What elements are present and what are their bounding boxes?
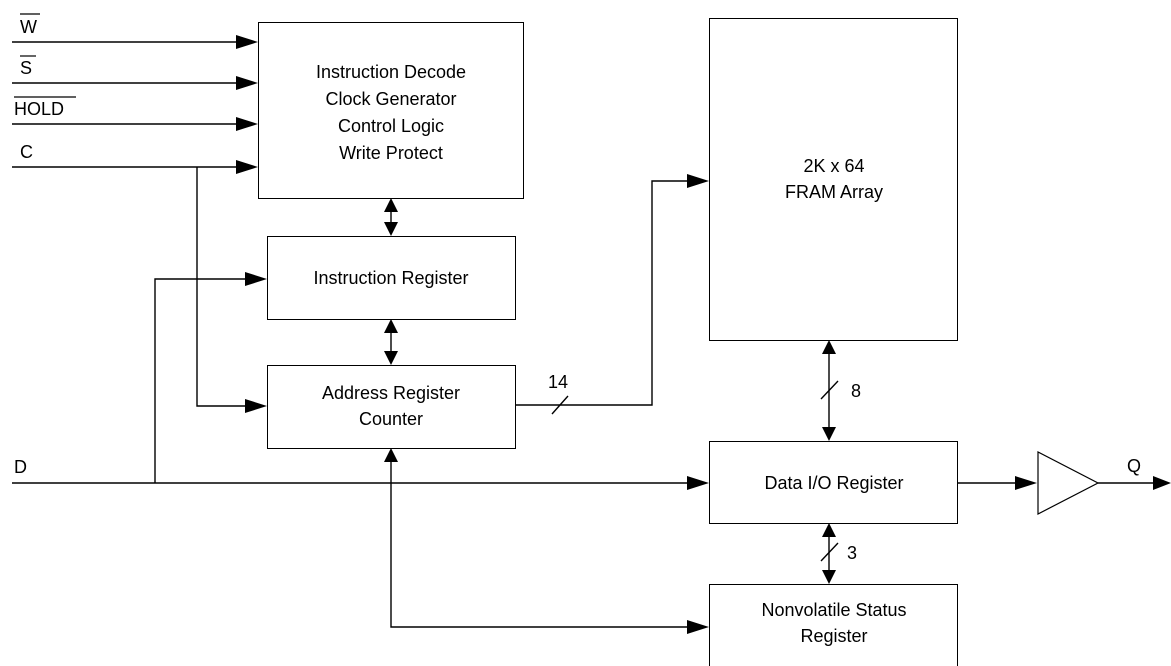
instruction-address-link <box>384 319 398 365</box>
data-io-register-label: Data I/O Register <box>764 473 903 493</box>
s-signal-arrowhead <box>236 76 258 90</box>
control-block-line-3: Control Logic <box>338 116 444 136</box>
control-block-line-1: Instruction Decode <box>316 62 466 82</box>
status-register-label-2: Register <box>800 626 867 646</box>
to-address-arrowhead <box>384 448 398 462</box>
fram-array-block: 2K x 64 FRAM Array <box>709 18 958 341</box>
up-arrowhead <box>384 319 398 333</box>
data-io-register-block: Data I/O Register <box>709 441 958 524</box>
control-logic-block: Instruction Decode Clock Generator Contr… <box>258 22 524 199</box>
c-signal: C <box>12 142 267 413</box>
down-arrowhead <box>384 222 398 236</box>
q-output: Q <box>957 451 1171 515</box>
c-signal-label: C <box>20 142 33 162</box>
s-signal-label: S <box>20 58 32 78</box>
address-bus-slash <box>551 395 569 415</box>
address-register-block: Address Register Counter <box>267 365 516 449</box>
up-arrowhead <box>822 340 836 354</box>
d-signal-label: D <box>14 457 27 477</box>
status-address-link <box>384 448 709 634</box>
data-bus: 8 <box>820 340 861 441</box>
status-register-block: Nonvolatile Status Register <box>709 584 958 666</box>
down-arrowhead <box>822 427 836 441</box>
d-to-instruction-arrowhead <box>245 272 267 286</box>
to-status-arrowhead <box>687 620 709 634</box>
s-signal: S <box>12 55 258 90</box>
instruction-register-label: Instruction Register <box>313 268 468 288</box>
hold-signal: HOLD <box>12 96 258 131</box>
d-signal: D <box>12 272 709 490</box>
w-signal: W <box>12 13 258 49</box>
address-register-label-2: Counter <box>359 409 423 429</box>
status-bus-width-label: 3 <box>847 543 857 563</box>
w-signal-label: W <box>20 17 37 37</box>
address-bus-width-label: 14 <box>548 372 568 392</box>
q-output-arrowhead <box>1153 476 1171 490</box>
output-buffer-triangle <box>1037 451 1100 515</box>
w-signal-arrowhead <box>236 35 258 49</box>
instruction-register-block: Instruction Register <box>267 236 516 320</box>
up-arrowhead <box>822 523 836 537</box>
status-register-label-1: Nonvolatile Status <box>761 600 906 620</box>
data-bus-slash <box>820 380 839 400</box>
address-to-fram-arrowhead <box>687 174 709 188</box>
control-block-line-2: Clock Generator <box>325 89 456 109</box>
address-bus: 14 <box>516 174 709 415</box>
hold-signal-arrowhead <box>236 117 258 131</box>
status-bus-slash <box>820 542 839 562</box>
down-arrowhead <box>822 570 836 584</box>
control-block-line-4: Write Protect <box>339 143 443 163</box>
data-bus-width-label: 8 <box>851 381 861 401</box>
fram-array-label-1: 2K x 64 <box>803 156 864 176</box>
address-register-label-1: Address Register <box>322 383 460 403</box>
c-signal-arrowhead <box>236 160 258 174</box>
control-instruction-link <box>384 198 398 236</box>
d-to-data-io-arrowhead <box>687 476 709 490</box>
data-io-to-buffer-arrowhead <box>1015 476 1037 490</box>
up-arrowhead <box>384 198 398 212</box>
down-arrowhead <box>384 351 398 365</box>
fram-array-label-2: FRAM Array <box>785 182 883 202</box>
c-to-address-arrowhead <box>245 399 267 413</box>
hold-signal-label: HOLD <box>14 99 64 119</box>
q-output-label: Q <box>1127 456 1141 476</box>
status-bus: 3 <box>820 523 857 584</box>
